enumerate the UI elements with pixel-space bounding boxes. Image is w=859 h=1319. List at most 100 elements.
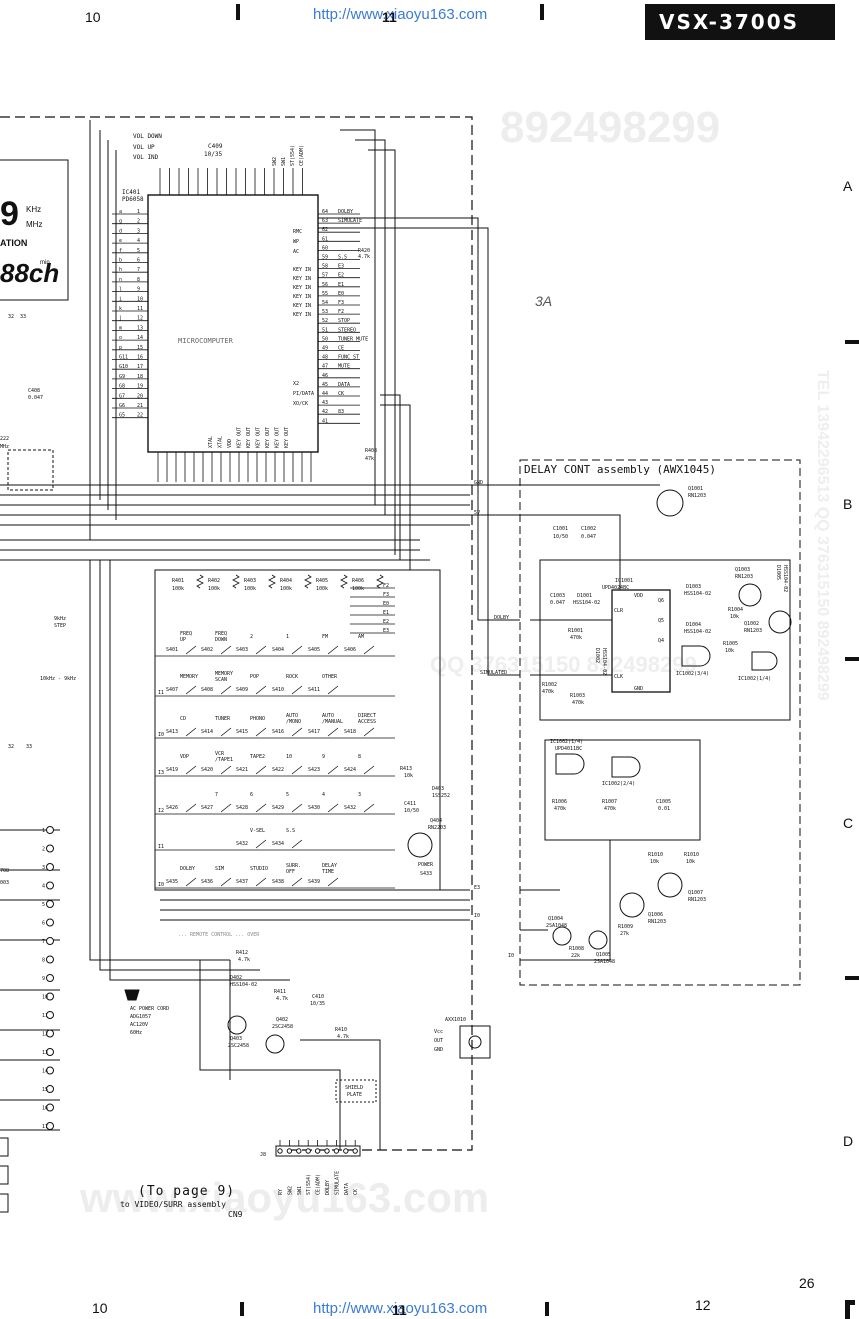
key-label: OTHER (322, 674, 338, 680)
d403-val: 1SS252 (432, 793, 450, 799)
q1007-val: RN1203 (688, 897, 706, 903)
ic401-seg-label: b (119, 258, 122, 264)
key-switch (255, 803, 267, 813)
axx-vcc: Vcc (434, 1029, 443, 1035)
ic401-pin-number: 58 (322, 264, 328, 270)
step-label: STEP (54, 623, 66, 629)
r1008-val: 22k (571, 953, 580, 959)
ic401-side-label: XO/CK (293, 401, 308, 407)
ic401-side-label: AC (293, 249, 299, 255)
ic401-pin-number: 51 (322, 327, 328, 333)
key-switch (255, 727, 267, 737)
j8-pin (314, 1148, 321, 1154)
ic401-side-label: KEY IN (293, 267, 311, 273)
connector-pin (46, 844, 54, 853)
source-url-bottom[interactable]: http://www.xiaoyu163.com (313, 1300, 488, 1317)
ic401-bottom-label: KEY OUT (284, 427, 290, 448)
key-label: AUTO (286, 713, 298, 719)
j8-pin-label: SW1 (297, 1186, 303, 1195)
key-resistor-ref: R403 (244, 578, 256, 584)
axx-gnd: GND (434, 1047, 443, 1053)
connector-pin-number: 2 (42, 847, 45, 853)
key-switch (220, 685, 232, 695)
connector-pin-number: 9 (42, 976, 45, 982)
j8-pin-label: DATA (344, 1183, 350, 1195)
key-ref: S406 (344, 647, 356, 653)
ic401-pin-signal: TUNER MUTE (338, 336, 368, 342)
key-label: PHONO (250, 716, 265, 722)
connector-pin (46, 955, 54, 964)
key-resistor-val: 100k (352, 586, 364, 592)
key-switch (327, 803, 339, 813)
pin-33b: 33 (26, 744, 32, 750)
ic401-seg-number: 16 (137, 355, 143, 361)
key-switch (291, 839, 303, 849)
key-ref: S432 (344, 805, 356, 811)
r1010b-val: 10k (686, 859, 695, 865)
ic401-pin-number: 43 (322, 400, 328, 406)
pin-32b: 32 (8, 744, 14, 750)
key-bus-label: E2 (383, 619, 389, 625)
key-switch (291, 877, 303, 887)
ic1002-1-part: UPD4011BC (555, 746, 582, 752)
key-ref: S410 (272, 687, 284, 693)
q1002-ref: Q1002 (744, 621, 759, 627)
connector-pin (46, 1103, 54, 1112)
key-ref: S411 (308, 687, 320, 693)
ic1001-q4: Q4 (658, 638, 664, 644)
ic401-pin-number: 63 (322, 218, 328, 224)
c408-val: 0.047 (28, 395, 43, 401)
row-marker-c: C (843, 815, 854, 831)
key-label: 5 (286, 792, 289, 798)
key-label: SCAN (215, 677, 227, 683)
key-switch (291, 803, 303, 813)
ic401-pin-number: 42 (322, 409, 328, 415)
display-mhz: MHz (26, 220, 42, 229)
d1002-val: HSS104-02 (601, 648, 607, 675)
key-switch (220, 645, 232, 655)
connector-pin-number: 13 (42, 1050, 48, 1056)
connector-pin-number: 8 (42, 958, 45, 964)
ic401-seg-number: 14 (137, 335, 143, 341)
ic401-pin-number: 59 (322, 255, 328, 261)
key-switch (185, 685, 197, 695)
ac-cord-label: AC POWER CORD (130, 1006, 169, 1012)
key-label: 8 (358, 754, 361, 760)
display-digit: 9 (0, 195, 19, 233)
connector-pin-number: 5 (42, 902, 45, 908)
d402-ref: D402 (230, 975, 242, 981)
ic401-seg-label: G6 (119, 403, 125, 409)
display-khz: KHz (26, 205, 41, 214)
ic401-top-label: SW2 (272, 157, 278, 166)
j8-pin-label: CK (353, 1189, 359, 1195)
ic401-bottom-label: KEY OUT (265, 427, 271, 448)
r1010b-ref: R1010 (684, 852, 699, 858)
source-url-top[interactable]: http://www.xiaoyu163.com (313, 6, 488, 23)
r1003-ref: R1003 (570, 693, 585, 699)
r1010a-val: 10k (650, 859, 659, 865)
r1003-val: 470k (572, 700, 584, 706)
r1002-val: 470k (542, 689, 554, 695)
r411-ref: R411 (274, 989, 286, 995)
ic401-side-label: KEY IN (293, 312, 311, 318)
key-switch (255, 645, 267, 655)
r410-val: 4.7k (337, 1034, 349, 1040)
key-label: AM (358, 634, 364, 640)
key-switch (327, 727, 339, 737)
key-label: UP (180, 637, 186, 643)
ic401-seg-label: G10 (119, 364, 128, 370)
delay-input-label: GND (474, 480, 483, 486)
corner-mark (845, 1300, 855, 1319)
bus-wiring (0, 120, 520, 1150)
j8-ref: J8 (260, 1152, 266, 1158)
ic401-pin-signal: CE (338, 346, 344, 352)
key-switch (363, 727, 375, 737)
ic401-seg-label: i (119, 296, 122, 302)
key-ref: S434 (272, 841, 284, 847)
j8-pin (352, 1148, 358, 1154)
ic1001-part: UPD4024BC (602, 585, 629, 591)
registration-mark (540, 4, 544, 20)
